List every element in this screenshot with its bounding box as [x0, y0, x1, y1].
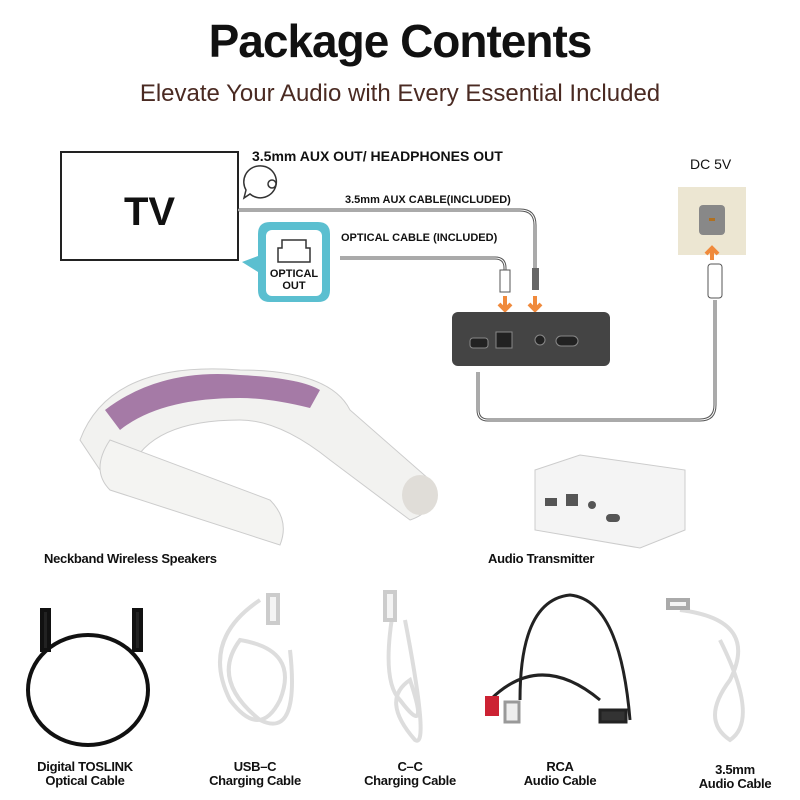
accessory-label-line2: Charging Cable	[209, 773, 301, 788]
usb-plug	[707, 263, 723, 299]
accessory-label-line1: C–C	[397, 759, 423, 774]
aux-cable-image	[666, 598, 745, 743]
accessory-label-line2: Audio Cable	[698, 776, 772, 791]
optical-cable-label: OPTICAL CABLE (INCLUDED)	[341, 232, 498, 244]
arrow-icon	[527, 296, 543, 313]
toslink-cable-image	[26, 608, 150, 747]
audio-jack-icon	[267, 179, 277, 189]
accessory-label-line1: RCA	[546, 759, 574, 774]
usb-c-port	[469, 337, 489, 349]
arrow-icon	[497, 296, 513, 313]
headphones-icon	[242, 165, 278, 200]
transmitter-diagram	[452, 312, 610, 366]
accessory-label-line1: 3.5mm	[715, 762, 755, 777]
optical-cable-highlight	[340, 257, 506, 290]
arrow-icon	[704, 245, 720, 260]
accessory-label-line2: Charging Cable	[364, 773, 456, 788]
accessory-label-line2: Audio Cable	[523, 773, 597, 788]
power-cable-highlight	[477, 300, 716, 421]
tv-label: TV	[123, 190, 176, 234]
page-subtitle: Elevate Your Audio with Every Essential …	[139, 80, 661, 107]
neckband-label: Neckband Wireless Speakers	[44, 551, 217, 566]
usb-c-cable-image	[218, 593, 294, 726]
adapter-port	[709, 218, 715, 221]
aux-plug	[532, 268, 539, 290]
optical-plug	[499, 269, 511, 293]
page-title: Package Contents	[208, 15, 593, 67]
aux-cable-label: 3.5mm AUX CABLE(INCLUDED)	[345, 194, 511, 206]
c-c-cable-image	[383, 590, 423, 743]
accessory-label-line1: USB–C	[233, 759, 277, 774]
aux-out-label: 3.5mm AUX OUT/ HEADPHONES OUT	[252, 148, 503, 164]
optical-port-icon	[277, 239, 311, 263]
neckband-speaker-image	[79, 368, 438, 546]
optical-out-label: OPTICAL OUT	[269, 268, 319, 292]
optical-out-panel	[266, 230, 322, 296]
accessory-label-line1: Digital TOSLINK	[37, 759, 133, 774]
optical-cable	[340, 256, 507, 290]
audio-transmitter-image	[534, 454, 686, 549]
rca-cable-image	[485, 593, 632, 724]
mode-switch	[555, 335, 579, 347]
transmitter-label: Audio Transmitter	[488, 551, 595, 566]
accessory-label-line2: Optical Cable	[45, 773, 125, 788]
dc-label: DC 5V	[690, 156, 732, 172]
aux-cable-highlight	[238, 209, 536, 290]
aux-port	[534, 334, 546, 346]
optical-port	[495, 331, 513, 349]
tv-box	[60, 151, 239, 261]
